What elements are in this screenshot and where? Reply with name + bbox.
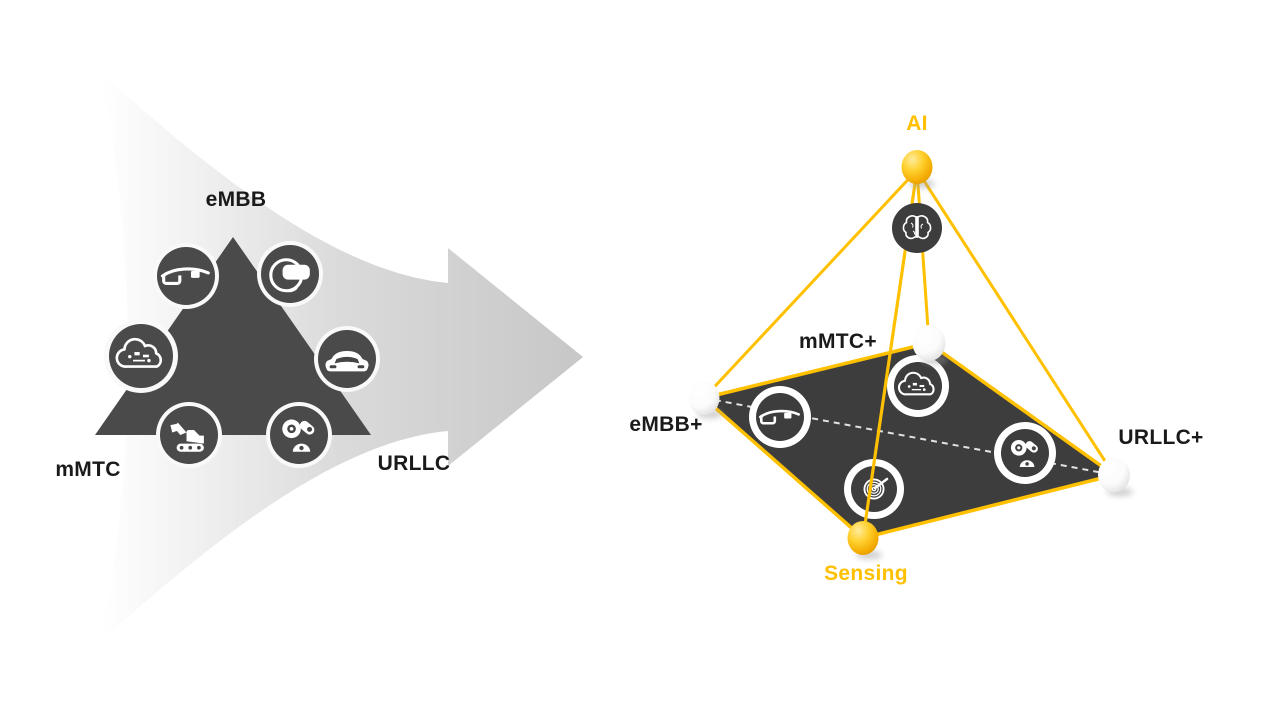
vr-headset-icon	[257, 241, 323, 307]
iot-cloud-icon	[887, 355, 949, 417]
label-embb: eMBB	[205, 188, 267, 211]
car-icon	[314, 326, 380, 392]
brain-icon	[892, 203, 942, 253]
robot-arm-icon	[266, 402, 332, 468]
6g-tetrahedron	[688, 150, 1133, 560]
edge-ai-urllc	[915, 168, 1116, 477]
robot-arm-icon	[994, 422, 1056, 484]
vertex-urllc-plus	[1098, 457, 1133, 497]
label-ai: AI	[906, 112, 928, 135]
5g-triangle	[95, 237, 380, 468]
label-urllc-plus: URLLC+	[1118, 426, 1204, 449]
vertex-sensing	[847, 521, 882, 560]
label-mmtc: mMTC	[55, 458, 121, 481]
iot-cloud-icon	[104, 319, 178, 393]
vertex-mmtc-plus	[912, 325, 948, 365]
label-mmtc-plus: mMTC+	[799, 330, 877, 353]
triangle-shape	[95, 237, 371, 435]
excavator-icon	[156, 402, 222, 468]
smart-glasses-icon	[153, 243, 219, 309]
edge-ai-embb	[702, 168, 919, 400]
label-sensing: Sensing	[824, 562, 908, 585]
radar-icon	[844, 459, 904, 519]
smart-glasses-icon	[749, 386, 811, 448]
label-urllc: URLLC	[377, 452, 451, 475]
vertex-ai	[901, 150, 935, 189]
label-embb-plus: eMBB+	[629, 413, 703, 436]
edge-ai-mmtc	[915, 168, 931, 345]
vertex-embb-plus	[688, 381, 723, 419]
